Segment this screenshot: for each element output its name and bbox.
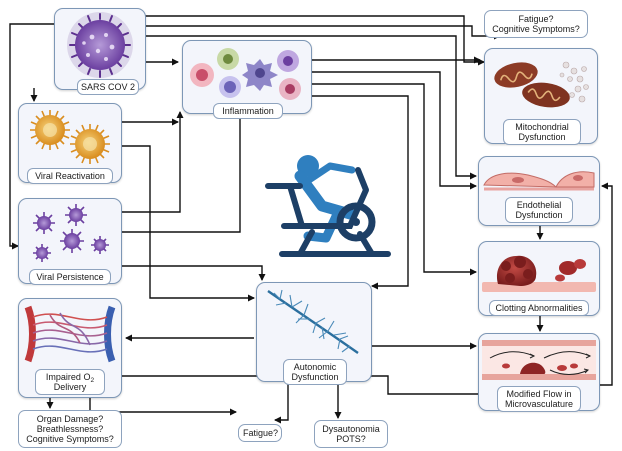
- modified-flow-label: Modified Flow in Microvasculature: [497, 386, 581, 412]
- nerve-fiber-icon: [267, 289, 359, 354]
- node-viral-persistence: Viral Persistence: [18, 198, 122, 285]
- arrow-persist-to-inflam: [122, 111, 184, 213]
- arrow-autonomic-to-fatigue: [274, 382, 289, 424]
- mitochondria-icon: [494, 61, 589, 108]
- arrow-persist-to-inflam-2: [122, 111, 244, 233]
- node-modified-flow: Modified Flow in Microvasculature: [478, 333, 600, 412]
- node-impaired-o2-delivery: Impaired O2 Delivery: [18, 298, 122, 398]
- node-autonomic-dysfunction: Autonomic Dysfunction: [256, 282, 372, 385]
- arrow-persist-to-autonomic: [122, 265, 266, 281]
- arrow-flow-to-endo: [600, 182, 613, 386]
- inflammation-label: Inflammation: [213, 103, 283, 119]
- immune-cells-icon: [190, 48, 301, 100]
- impaired-o2-label: Impaired O2 Delivery: [35, 369, 105, 395]
- node-viral-reactivation: Viral Reactivation: [18, 103, 122, 184]
- coronavirus-icon: [67, 12, 133, 78]
- blood-vessel-flow-icon: [482, 340, 596, 380]
- node-endothelial-dysfunction: Endothelial Dysfunction: [478, 156, 600, 226]
- blood-clot-icon: [482, 255, 596, 292]
- exercise-bike-icon: [265, 155, 391, 257]
- arrow-sars-to-fatigue-top: [145, 25, 501, 40]
- outcome-dysautonomia-pots: Dysautonomia POTS?: [314, 420, 388, 448]
- autonomic-dysfunction-label: Autonomic Dysfunction: [283, 359, 347, 385]
- viral-persistence-label: Viral Persistence: [29, 269, 111, 285]
- arrow-sars-to-persistence: [9, 23, 56, 250]
- sars-cov-2-label: SARS COV 2: [77, 79, 139, 95]
- endothelial-dysfunction-label: Endothelial Dysfunction: [505, 197, 573, 223]
- arrow-react-to-autonomic: [122, 145, 255, 302]
- outcome-fatigue-bottom: Fatigue?: [238, 424, 282, 442]
- mitochondrial-dysfunction-label: Mitochondrial Dysfunction: [503, 119, 581, 145]
- herpes-virus-icon: [30, 110, 110, 164]
- endothelial-cells-icon: [483, 171, 595, 191]
- outcome-fatigue-cognitive-top: Fatigue? Cognitive Symptoms?: [484, 10, 588, 38]
- node-mitochondrial-dysfunction: Mitochondrial Dysfunction: [484, 48, 598, 145]
- arrow-inflam-to-endo: [312, 71, 477, 190]
- arrow-sars-to-endo: [145, 35, 477, 180]
- capillary-bed-icon: [24, 305, 116, 363]
- viral-reactivation-label: Viral Reactivation: [27, 168, 113, 184]
- outcome-organ-damage: Organ Damage? Breathlessness? Cognitive …: [18, 410, 122, 448]
- node-sars-cov-2: SARS COV 2: [54, 8, 146, 95]
- node-clotting-abnormalities: Clotting Abnormalities: [478, 241, 600, 316]
- arrow-inflam-to-autonomic: [312, 95, 409, 290]
- node-inflammation: Inflammation: [182, 40, 312, 119]
- virus-particles-icon: [33, 204, 109, 262]
- arrow-inflam-to-clotting: [312, 83, 477, 276]
- clotting-abnormalities-label: Clotting Abnormalities: [489, 300, 589, 316]
